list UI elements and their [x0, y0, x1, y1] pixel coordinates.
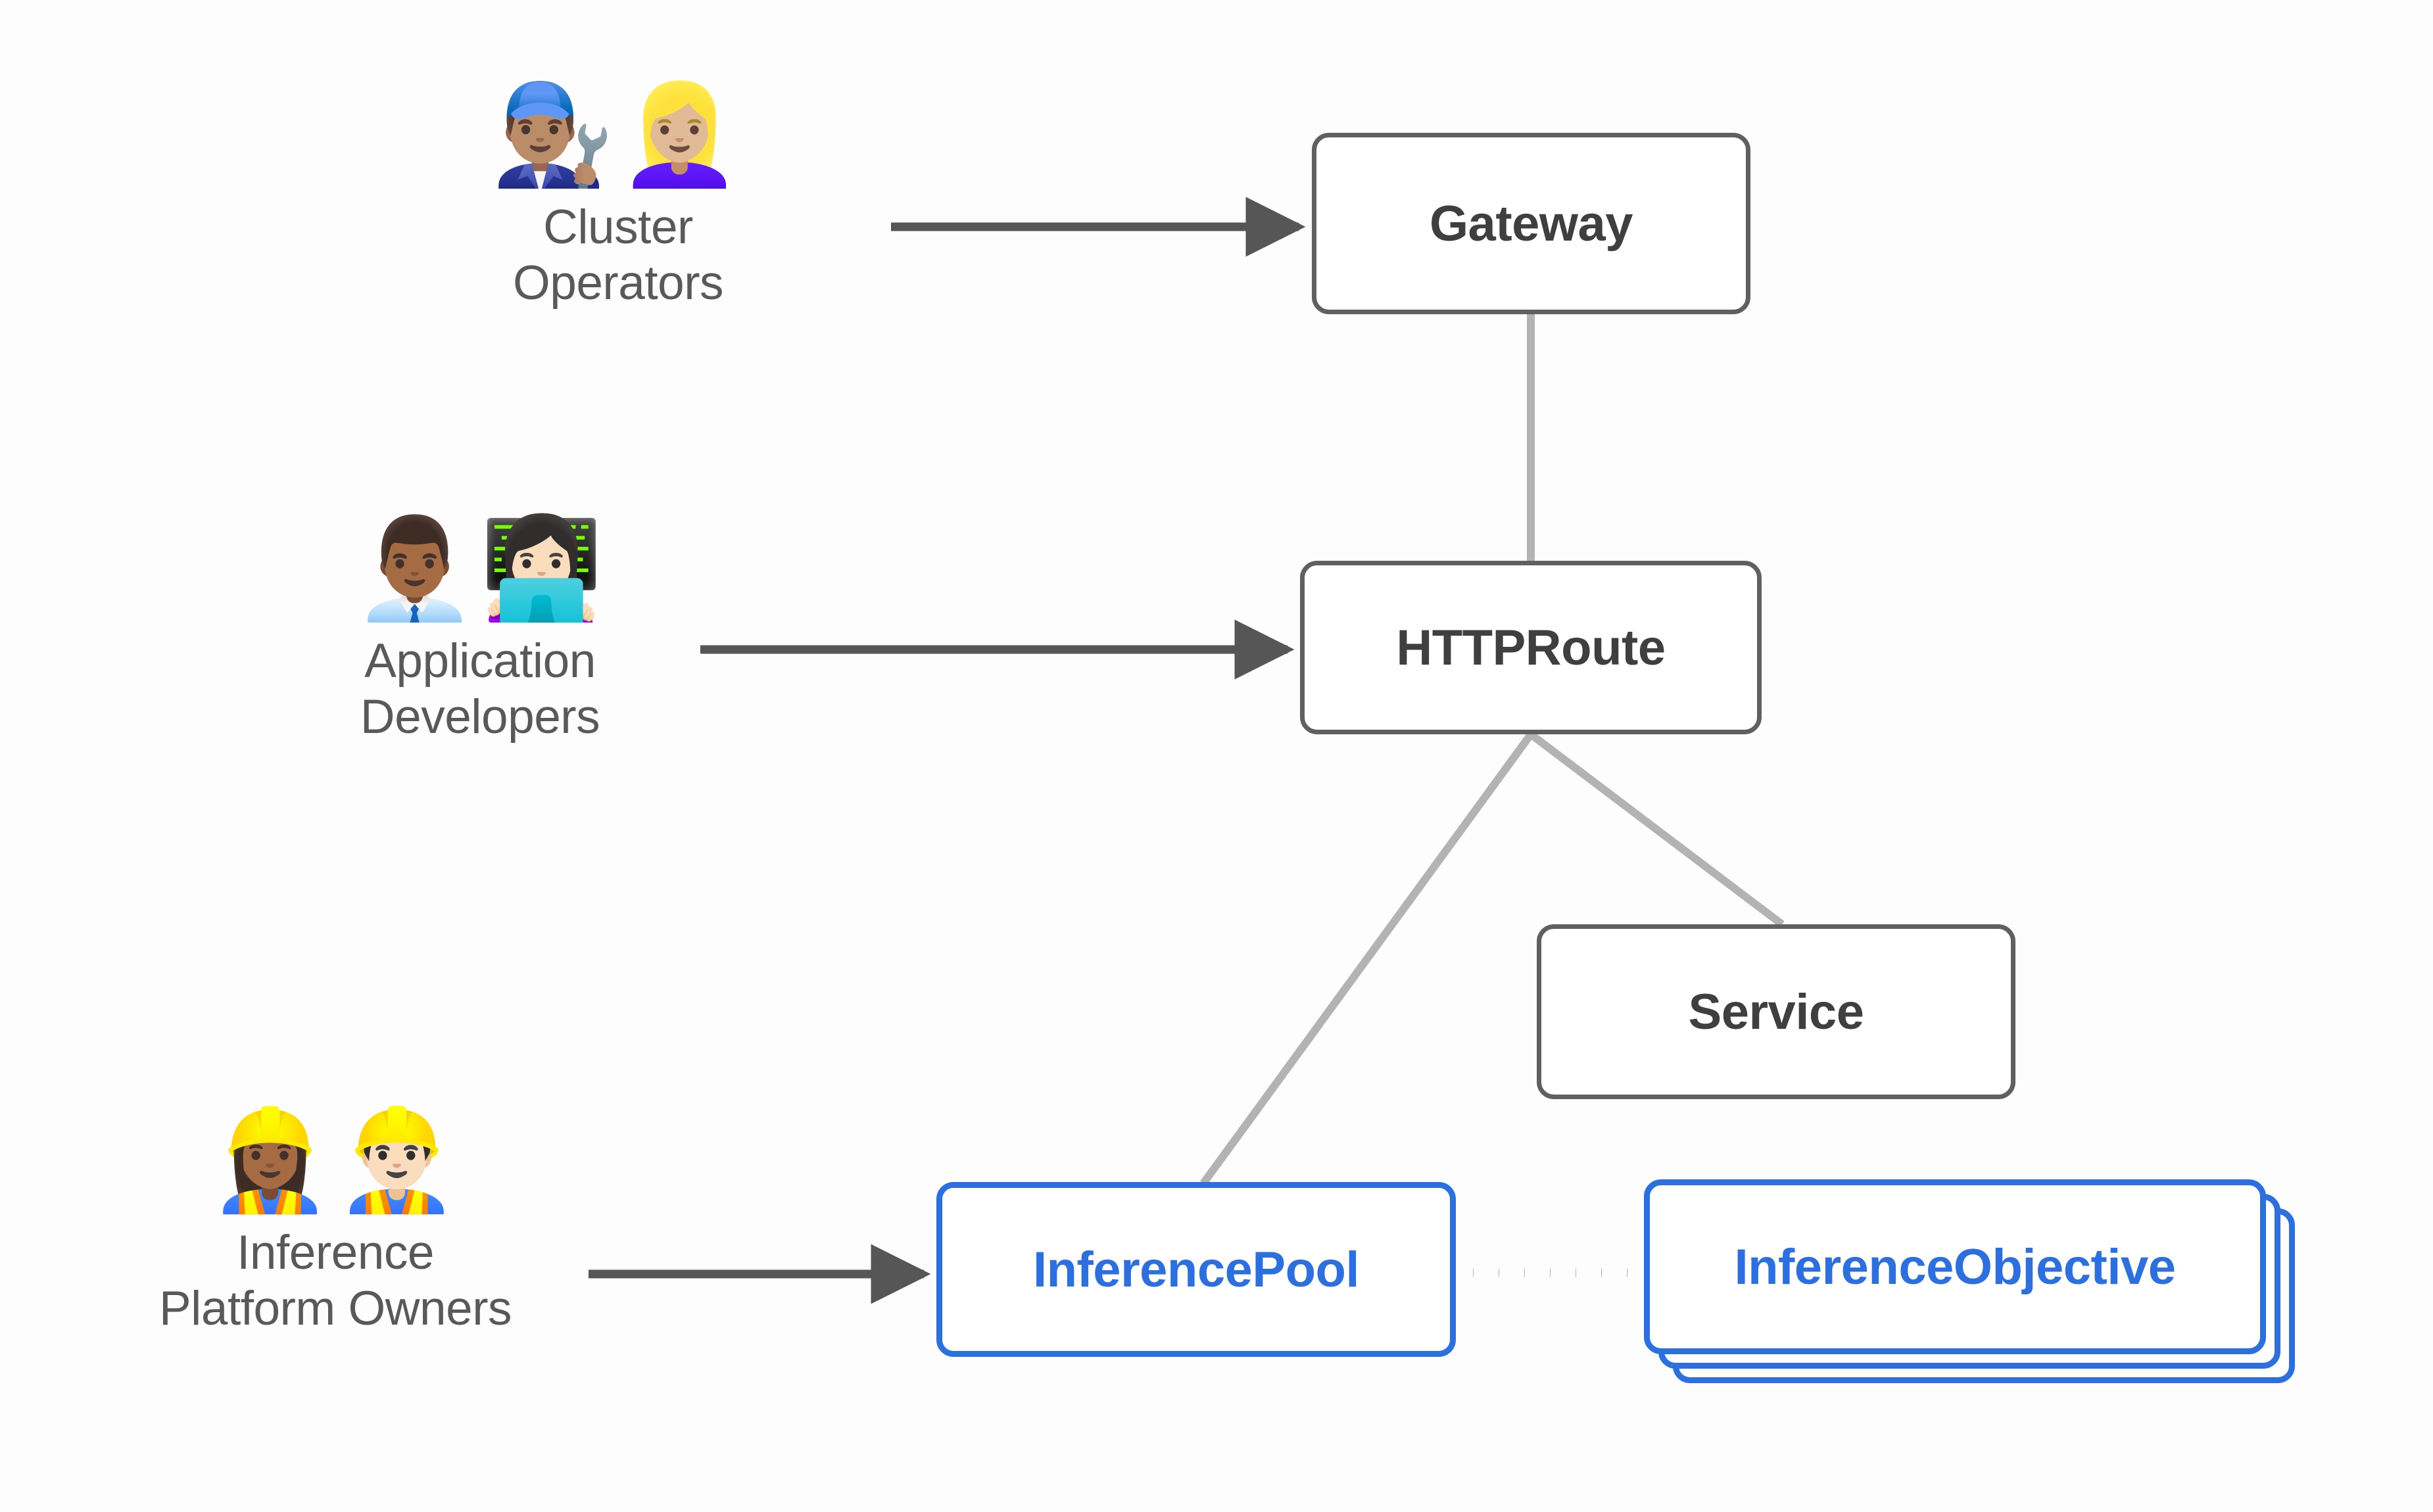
node-gateway-label: Gateway [1429, 195, 1633, 252]
persona-cluster-operators: 👨🏽‍🔧👱🏼‍♀️ Cluster Operators [490, 85, 746, 311]
application-developers-label: Application Developers [360, 634, 600, 744]
cluster-operators-emoji-pair: 👨🏽‍🔧👱🏼‍♀️ [491, 78, 745, 192]
node-inferenceobjective-label: InferenceObjective [1734, 1239, 2176, 1295]
persona-application-developers: 👨🏾‍💼👩🏻‍💻 Application Developers [296, 519, 664, 745]
node-httproute-label: HTTPRoute [1396, 619, 1666, 676]
application-developers-emoji-pair: 👨🏾‍💼👩🏻‍💻 [353, 511, 607, 626]
edge-httproute-to-inferencepool [1200, 732, 1534, 1186]
persona-inference-platform-owners: 👷🏾‍♀️👷🏻‍♂️ Inference Platform Owners [118, 1111, 552, 1336]
node-httproute[interactable]: HTTPRoute [1300, 561, 1762, 734]
node-inferencepool-label: InferencePool [1032, 1241, 1360, 1298]
node-inferencepool[interactable]: InferencePool [936, 1182, 1456, 1357]
node-inferenceobjective[interactable]: InferenceObjective [1644, 1179, 2266, 1354]
node-service[interactable]: Service [1537, 924, 2015, 1099]
inference-platform-owners-emoji-pair: 👷🏾‍♀️👷🏻‍♂️ [208, 1103, 462, 1217]
inference-platform-owners-label: Inference Platform Owners [158, 1226, 512, 1335]
node-gateway[interactable]: Gateway [1312, 133, 1750, 314]
cluster-operators-label: Cluster Operators [512, 201, 724, 310]
edge-httproute-to-service [1528, 731, 1785, 928]
node-service-label: Service [1688, 983, 1864, 1040]
